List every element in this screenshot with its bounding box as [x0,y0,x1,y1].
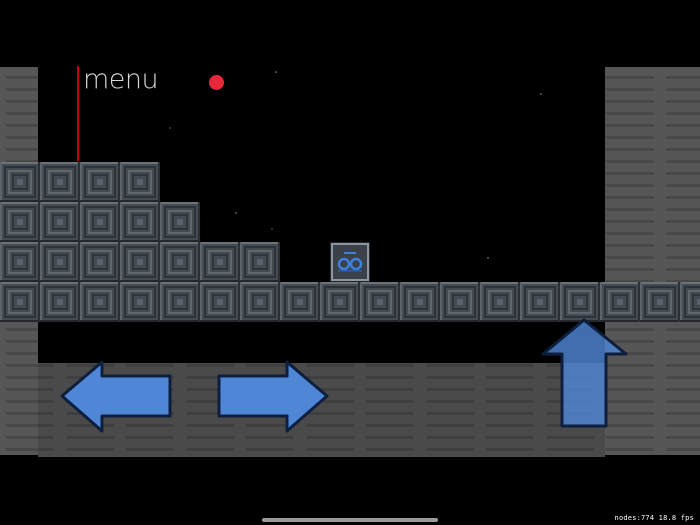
brick-tile [239,281,281,323]
brick-tile [559,281,601,323]
brick-tile [0,161,41,203]
brick-tile [359,281,401,323]
right-arrow-button[interactable] [217,360,329,433]
left-arrow-button[interactable] [60,360,172,433]
brick-tile [439,281,481,323]
left-arrow-icon [60,360,172,433]
brick-tile [39,201,81,243]
brick-tile [79,281,121,323]
brick-tile [239,241,281,283]
home-indicator[interactable] [262,518,438,522]
brick-tile [279,281,321,323]
brick-tile [79,161,121,203]
brick-tile [39,241,81,283]
brick-tile [159,281,201,323]
brick-tile [119,161,161,203]
robot-face-icon [337,252,363,272]
right-arrow-icon [217,360,329,433]
status-dot [209,75,224,90]
brick-tile [39,161,81,203]
brick-tile [199,241,241,283]
brick-tile [119,241,161,283]
brick-tile [399,281,441,323]
brick-tile [119,281,161,323]
brick-tile [199,281,241,323]
starfield [169,71,542,259]
brick-tile [679,281,700,323]
brick-tile [39,281,81,323]
menu-indicator-line [77,66,79,161]
void-gap [38,322,605,363]
brick-tile [639,281,681,323]
brick-tile [0,281,41,323]
up-arrow-icon [541,318,628,428]
brick-tile [599,281,641,323]
jump-button[interactable] [541,318,628,428]
brick-tile [479,281,521,323]
brick-tile [519,281,561,323]
brick-tile [79,201,121,243]
brick-tile [319,281,361,323]
player-robot [330,242,370,282]
menu-button[interactable]: menu [83,64,159,95]
performance-stats: nodes:774 18.8 fps [614,514,694,522]
right-wall [605,67,700,455]
brick-tile [159,201,201,243]
brick-tile [79,241,121,283]
brick-tile [159,241,201,283]
brick-tile [119,201,161,243]
brick-tile [0,241,41,283]
brick-tile [0,201,41,243]
